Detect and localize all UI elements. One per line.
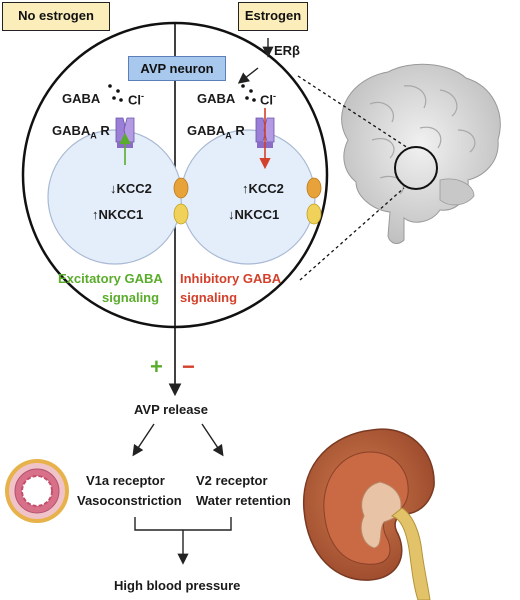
left-gabaa-receptor-label: GABAA R [52, 123, 110, 141]
left-gaba-label: GABA [62, 91, 101, 106]
arrow-to-v2 [201, 423, 224, 457]
transporter-icon [173, 177, 189, 199]
avp-neuron-title: AVP neuron [128, 56, 226, 81]
arrow-to-v1a [132, 423, 155, 457]
plus-sign: + [150, 354, 163, 379]
er-beta-label: ERβ [274, 43, 300, 58]
high-blood-pressure-label: High blood pressure [114, 578, 241, 593]
left-kcc2-label: ↓KCC2 [110, 181, 152, 196]
right-nkcc1-label: ↓NKCC1 [228, 207, 280, 222]
right-signal-line2: signaling [180, 290, 238, 305]
right-cl-label: Cl- [260, 91, 276, 108]
left-cell [47, 129, 183, 265]
gaba-dots [108, 84, 123, 102]
v2-receptor-label: V2 receptor [196, 473, 268, 488]
left-signal-line2: signaling [102, 290, 160, 305]
avp-release-label: AVP release [134, 402, 208, 417]
transporter-icon [306, 177, 322, 199]
transporter-icon [306, 203, 322, 225]
right-cell [180, 129, 316, 265]
no-estrogen-header: No estrogen [2, 2, 110, 31]
right-signal-line1: Inhibitory GABA [180, 271, 282, 286]
left-nkcc1-label: ↑NKCC1 [92, 207, 144, 222]
left-cl-label: Cl- [128, 91, 144, 108]
kidney-icon [303, 428, 435, 600]
er-beta-arrow [237, 67, 259, 84]
brain-icon [297, 63, 501, 281]
estrogen-header: Estrogen [238, 2, 308, 31]
vasoconstriction-label: Vasoconstriction [77, 493, 182, 508]
minus-sign: − [182, 354, 195, 379]
water-retention-label: Water retention [196, 493, 291, 508]
converge-bracket [134, 517, 232, 531]
right-gabaa-receptor-label: GABAA R [187, 123, 245, 141]
right-gaba-label: GABA [197, 91, 236, 106]
transporter-icon [173, 203, 189, 225]
v1a-receptor-label: V1a receptor [86, 473, 165, 488]
right-kcc2-label: ↑KCC2 [242, 181, 284, 196]
left-signal-line1: Excitatory GABA [58, 271, 163, 286]
blood-vessel-icon [5, 459, 69, 523]
gaba-dots [241, 84, 256, 102]
